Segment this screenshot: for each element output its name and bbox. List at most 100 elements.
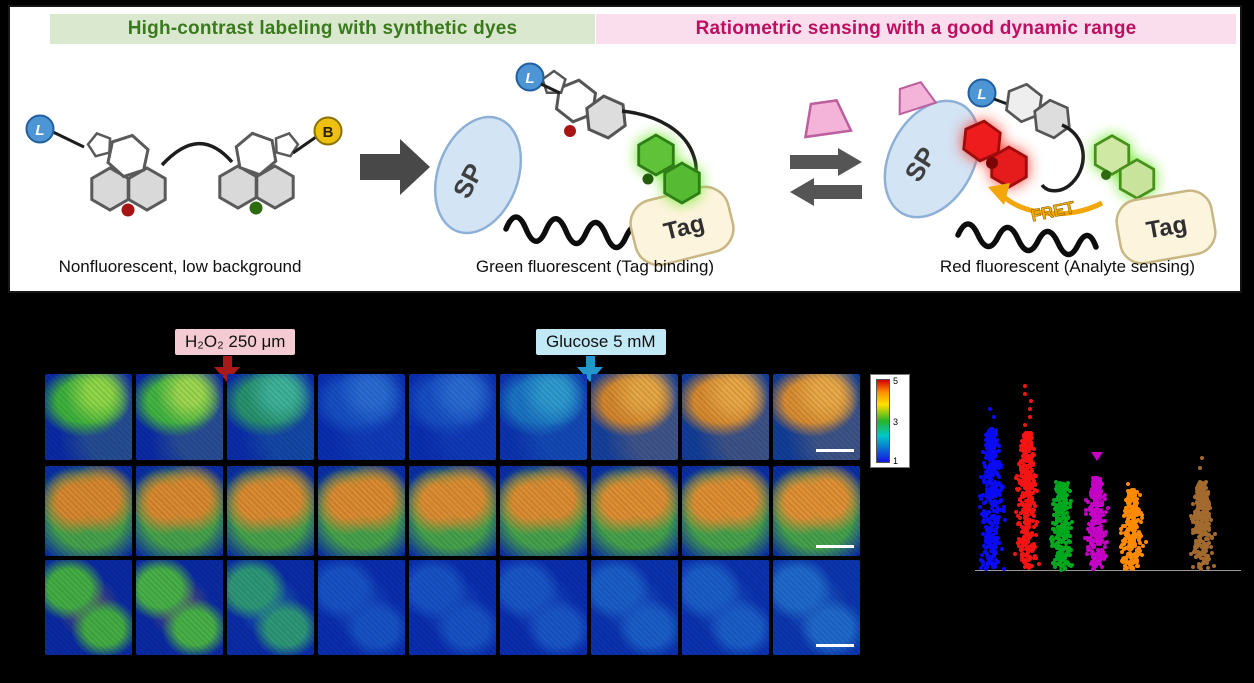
data-point	[1143, 540, 1148, 545]
data-point	[1027, 557, 1032, 562]
h2o2-label: H₂O₂ 250 μm	[175, 329, 296, 355]
data-point	[1205, 498, 1210, 503]
data-point	[983, 567, 988, 572]
data-point	[1197, 524, 1202, 529]
data-point	[1206, 553, 1211, 558]
data-point	[1200, 533, 1205, 538]
data-point	[1136, 508, 1141, 513]
data-point	[1024, 509, 1029, 514]
data-point	[1027, 476, 1032, 481]
caption-red-fluorescent: Red fluorescent (Analyte sensing)	[939, 257, 1196, 276]
data-point	[992, 542, 997, 547]
data-point	[1132, 513, 1137, 518]
data-point	[1125, 519, 1129, 524]
colorbar: 5 3 1	[870, 374, 910, 468]
data-point	[1025, 513, 1030, 518]
data-point	[1095, 539, 1100, 544]
data-point	[993, 469, 998, 474]
data-point	[992, 538, 997, 543]
data-point	[1019, 466, 1024, 471]
data-point	[984, 546, 988, 551]
data-point	[1200, 521, 1205, 526]
data-point	[988, 452, 993, 457]
data-point	[983, 550, 987, 555]
data-point	[989, 427, 994, 432]
data-point	[1032, 473, 1037, 478]
data-point	[1123, 566, 1128, 571]
data-point	[1018, 460, 1023, 465]
data-point	[1055, 528, 1060, 533]
data-point	[1027, 491, 1032, 496]
data-point	[979, 552, 984, 557]
dot-plot	[965, 374, 1254, 572]
data-point	[1037, 561, 1042, 566]
data-point	[1094, 490, 1099, 495]
data-point	[1085, 499, 1090, 504]
data-point	[988, 520, 993, 525]
data-point	[990, 442, 995, 447]
microscopy-row-2	[45, 466, 860, 556]
data-point	[991, 565, 996, 570]
data-point	[1206, 566, 1211, 570]
microscopy-tile	[318, 374, 405, 460]
data-point	[993, 530, 998, 535]
data-point	[1028, 439, 1033, 444]
data-point	[988, 480, 993, 485]
data-point	[1203, 481, 1208, 486]
microscopy-tile	[45, 560, 132, 655]
data-point	[994, 494, 999, 499]
data-point	[1197, 534, 1202, 539]
data-point	[1032, 544, 1037, 549]
data-point	[1123, 557, 1128, 562]
microscopy-tile	[773, 374, 860, 460]
data-point	[1138, 511, 1143, 516]
data-point	[1206, 511, 1211, 516]
data-point	[1018, 547, 1023, 552]
data-point	[1095, 516, 1100, 521]
data-point	[1197, 506, 1202, 511]
data-point	[1198, 466, 1203, 471]
data-point	[1125, 510, 1130, 515]
data-point	[983, 464, 988, 469]
data-point	[994, 432, 999, 437]
data-point	[1060, 495, 1065, 500]
data-point	[998, 483, 1003, 488]
data-point	[981, 513, 986, 518]
data-point	[984, 443, 989, 448]
microscopy-tile	[409, 466, 496, 556]
data-point	[1054, 480, 1059, 485]
microscopy-tile	[682, 560, 769, 655]
data-point	[985, 452, 990, 457]
data-point	[1105, 506, 1110, 511]
data-point	[989, 440, 994, 445]
data-point	[1093, 497, 1098, 502]
data-point	[1127, 488, 1132, 493]
data-point	[1054, 561, 1059, 566]
data-point	[992, 550, 997, 555]
data-point	[1025, 516, 1030, 521]
data-point	[1100, 513, 1105, 518]
data-point	[1198, 567, 1203, 572]
data-point	[986, 442, 991, 447]
data-point	[1090, 525, 1095, 530]
data-point	[1097, 494, 1102, 499]
data-point	[998, 488, 1003, 493]
data-point	[992, 454, 997, 459]
data-point	[1209, 518, 1214, 523]
data-point	[988, 544, 993, 549]
data-point	[1031, 509, 1036, 514]
data-point	[1132, 493, 1137, 498]
data-point	[1090, 560, 1095, 565]
data-point	[1020, 475, 1025, 480]
data-point	[1199, 543, 1204, 548]
data-point	[1027, 489, 1032, 494]
data-point	[1018, 498, 1023, 503]
data-point	[996, 444, 1001, 449]
data-point	[1028, 399, 1033, 404]
data-point	[1034, 533, 1039, 538]
data-point	[991, 494, 996, 499]
data-point	[1193, 509, 1198, 514]
data-point	[985, 495, 990, 499]
data-point	[1098, 520, 1103, 525]
data-point	[1057, 486, 1062, 491]
